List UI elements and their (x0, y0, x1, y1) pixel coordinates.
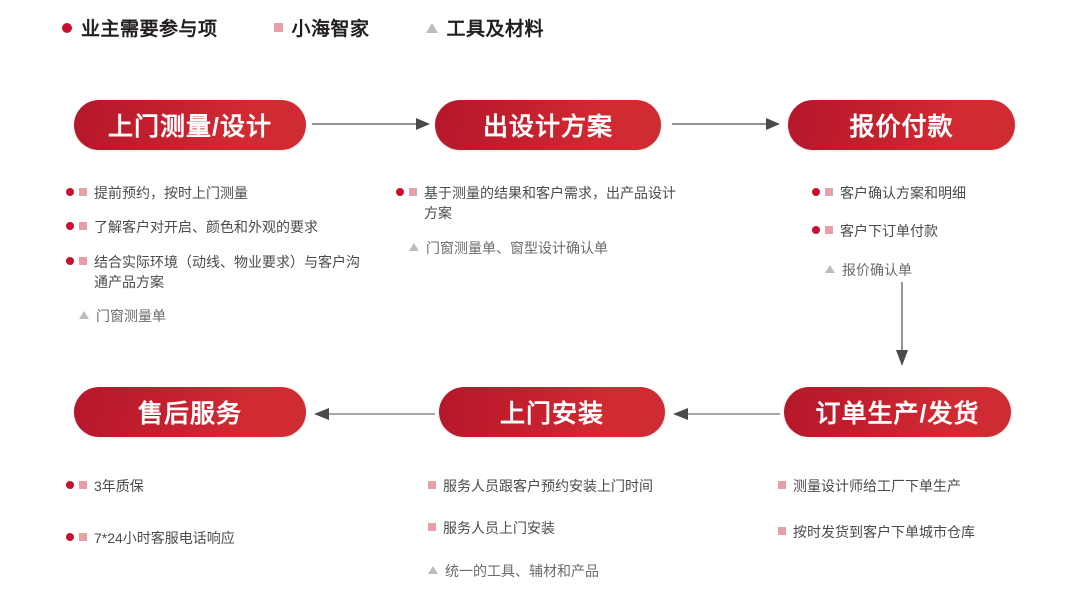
circle-marker-icon (812, 188, 820, 196)
bullet-text: 了解客户对开启、颜色和外观的要求 (94, 219, 318, 236)
bullet-markers (812, 183, 840, 196)
bullet-text: 测量设计师给工厂下单生产 (793, 478, 961, 494)
bullet-markers (778, 476, 793, 489)
bullet-item: 了解客户对开启、颜色和外观的要求 (66, 217, 366, 237)
square-marker-icon (778, 481, 786, 489)
triangle-marker-icon (425, 22, 438, 33)
bullet-text: 提前预约，按时上门测量 (94, 185, 248, 201)
step-pill-4[interactable]: 订单生产/发货 (784, 387, 1011, 437)
arrow-step3-to-step4 (890, 282, 914, 368)
bullet-text: 客户确认方案和明细 (840, 185, 966, 201)
circle-marker-icon (66, 188, 74, 196)
bullet-item-tool: 统一的工具、辅材和产品 (428, 561, 708, 581)
bullet-markers (66, 217, 94, 231)
bullet-list-step-1: 提前预约，按时上门测量 了解客户对开启、颜色和外观的要求 结合实际环境（动线、物… (66, 183, 366, 340)
bullet-text: 服务人员上门安装 (443, 520, 555, 537)
triangle-marker-icon (409, 242, 419, 251)
square-marker-icon (825, 188, 833, 196)
square-marker-icon (428, 481, 436, 489)
bullet-text: 统一的工具、辅材和产品 (445, 562, 599, 579)
square-marker-icon (825, 226, 833, 235)
square-marker-icon (79, 533, 87, 542)
square-marker-icon (273, 23, 283, 32)
step-pill-6[interactable]: 售后服务 (74, 387, 306, 437)
arrow-step4-to-step5 (672, 403, 780, 425)
bullet-item: 服务人员上门安装 (428, 518, 708, 538)
bullet-list-step-3: 客户确认方案和明细 客户下订单付款 报价确认单 (812, 183, 1062, 294)
bullet-markers (825, 260, 842, 273)
bullet-list-step-5: 服务人员跟客户预约安装上门时间 服务人员上门安装 统一的工具、辅材和产品 (428, 476, 708, 595)
bullet-text: 报价确认单 (842, 261, 912, 278)
bullet-item: 结合实际环境（动线、物业要求）与客户沟通产品方案 (66, 252, 366, 293)
legend: 业主需要参与项 小海智家 工具及材料 (62, 14, 544, 41)
square-marker-icon (79, 222, 87, 231)
legend-item-xiaohai: 小海智家 (273, 14, 370, 41)
bullet-item: 3年质保 (66, 476, 366, 496)
arrow-step5-to-step6 (313, 403, 435, 425)
step-pill-3[interactable]: 报价付款 (788, 100, 1015, 150)
circle-marker-icon (66, 533, 74, 542)
bullet-item: 7*24小时客服电话响应 (66, 528, 366, 548)
bullet-text: 门窗测量单、窗型设计确认单 (426, 239, 608, 256)
bullet-item: 客户确认方案和明细 (812, 183, 1062, 203)
step-pill-2[interactable]: 出设计方案 (435, 100, 661, 150)
bullet-text: 客户下订单付款 (840, 223, 938, 240)
bullet-markers (428, 518, 443, 532)
square-marker-icon (428, 523, 436, 532)
bullet-list-step-2: 基于测量的结果和客户需求，出产品设计方案 门窗测量单、窗型设计确认单 (396, 183, 678, 272)
bullet-text: 基于测量的结果和客户需求，出产品设计方案 (424, 185, 676, 222)
bullet-text: 服务人员跟客户预约安装上门时间 (443, 478, 653, 494)
bullet-markers (812, 221, 840, 235)
legend-label: 业主需要参与项 (81, 19, 218, 40)
circle-marker-icon (66, 481, 74, 489)
bullet-text: 7*24小时客服电话响应 (94, 530, 235, 547)
bullet-item: 按时发货到客户下单城市仓库 (778, 522, 1048, 542)
bullet-item-tool: 报价确认单 (812, 260, 1062, 280)
bullet-markers (66, 183, 94, 196)
bullet-item-tool: 门窗测量单、窗型设计确认单 (396, 238, 678, 258)
bullet-markers (409, 238, 426, 251)
circle-marker-icon (66, 256, 74, 265)
triangle-marker-icon (825, 264, 835, 273)
bullet-markers (396, 183, 424, 196)
bullet-list-step-4: 测量设计师给工厂下单生产 按时发货到客户下单城市仓库 (778, 476, 1048, 557)
step-pill-1[interactable]: 上门测量/设计 (74, 100, 306, 150)
step-pill-5[interactable]: 上门安装 (439, 387, 665, 437)
square-marker-icon (79, 481, 87, 489)
square-marker-icon (79, 256, 87, 265)
bullet-item: 提前预约，按时上门测量 (66, 183, 366, 203)
bullet-markers (66, 252, 94, 265)
triangle-marker-icon (79, 311, 89, 320)
square-marker-icon (409, 188, 417, 196)
bullet-markers (79, 306, 96, 320)
bullet-markers (428, 476, 443, 489)
bullet-markers (66, 476, 94, 489)
legend-item-tools: 工具及材料 (425, 14, 545, 41)
triangle-marker-icon (428, 565, 438, 574)
bullet-item: 测量设计师给工厂下单生产 (778, 476, 1048, 496)
arrow-step1-to-step2 (312, 113, 432, 135)
bullet-markers (778, 522, 793, 536)
bullet-list-step-6: 3年质保 7*24小时客服电话响应 (66, 476, 366, 563)
arrow-step2-to-step3 (672, 113, 782, 135)
bullet-item: 客户下订单付款 (812, 221, 1062, 241)
bullet-item: 基于测量的结果和客户需求，出产品设计方案 (396, 183, 678, 224)
legend-label: 小海智家 (291, 19, 370, 40)
bullet-markers (428, 561, 445, 574)
circle-marker-icon (62, 22, 72, 33)
circle-marker-icon (66, 222, 74, 231)
bullet-text: 按时发货到客户下单城市仓库 (793, 524, 975, 541)
circle-marker-icon (396, 188, 404, 196)
bullet-item-tool: 门窗测量单 (66, 306, 366, 326)
bullet-text: 3年质保 (94, 478, 144, 494)
bullet-item: 服务人员跟客户预约安装上门时间 (428, 476, 708, 496)
square-marker-icon (79, 188, 87, 196)
square-marker-icon (778, 527, 786, 536)
bullet-markers (66, 528, 94, 542)
bullet-text: 门窗测量单 (96, 308, 166, 325)
legend-item-owner: 业主需要参与项 (62, 14, 218, 41)
legend-label: 工具及材料 (446, 19, 545, 40)
circle-marker-icon (812, 226, 820, 235)
bullet-text: 结合实际环境（动线、物业要求）与客户沟通产品方案 (94, 253, 360, 290)
